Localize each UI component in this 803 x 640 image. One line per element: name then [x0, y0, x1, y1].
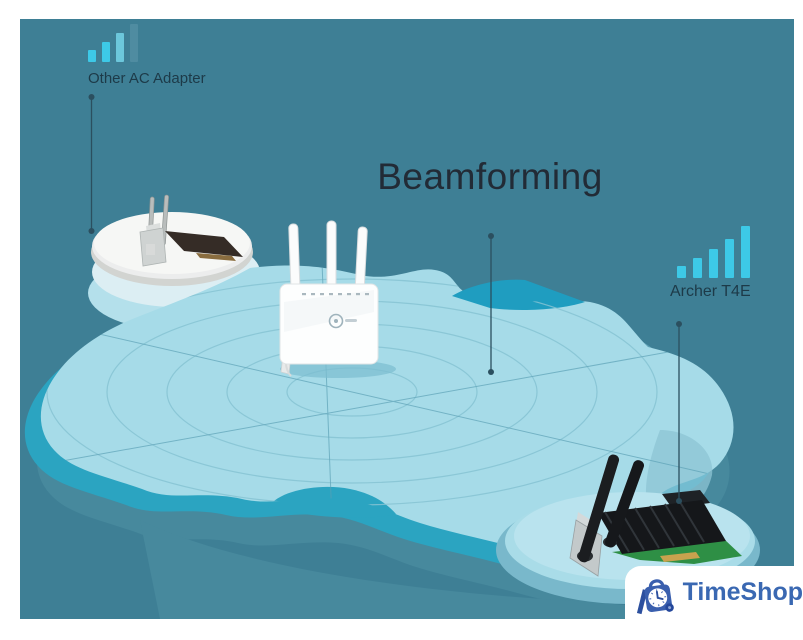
other-adapter-illustration: [91, 194, 253, 286]
archer-pcb: [612, 539, 742, 564]
signal-bar-off: [130, 24, 138, 62]
archer-t4e-illustration: [496, 454, 760, 604]
coverage-pool: [40, 265, 734, 562]
signal-strength-archer: [677, 226, 750, 278]
diagram-canvas: [20, 19, 794, 619]
signal-bar-lit: [741, 226, 750, 278]
callout-line-other: [88, 94, 95, 234]
callout-line-beamforming: [488, 233, 494, 375]
router-antennas: [288, 220, 368, 294]
signal-bar-lit: [709, 249, 718, 278]
callout-line-archer: [676, 321, 682, 504]
tplink-logo: [328, 313, 357, 329]
pool-dark-wedge: [452, 279, 585, 310]
brand-panel: TimeShop: [625, 566, 803, 640]
brand-logo-text: TimeShop: [682, 578, 803, 606]
signal-bar-lit: [102, 42, 110, 62]
pool-wave-hump: [268, 486, 396, 518]
signal-bar-lit: [677, 266, 686, 278]
archer-antennas: [577, 454, 645, 563]
timeshop-clock-bag-icon: [637, 579, 674, 615]
page-title: Beamforming: [377, 156, 603, 197]
other-adapter-pcb: [165, 231, 243, 257]
signal-strength-other: [88, 24, 138, 62]
archer-t4e-label: Archer T4E: [670, 283, 751, 300]
router-illustration: [279, 220, 396, 378]
signal-bar-lit: [693, 258, 702, 278]
other-adapter-label: Other AC Adapter: [88, 70, 206, 87]
router-leds: [302, 293, 369, 296]
signal-bar-lit: [88, 50, 96, 62]
signal-bar-lit: [725, 239, 734, 278]
beamforming-scene: [24, 94, 760, 619]
signal-bar-dim: [116, 33, 124, 62]
